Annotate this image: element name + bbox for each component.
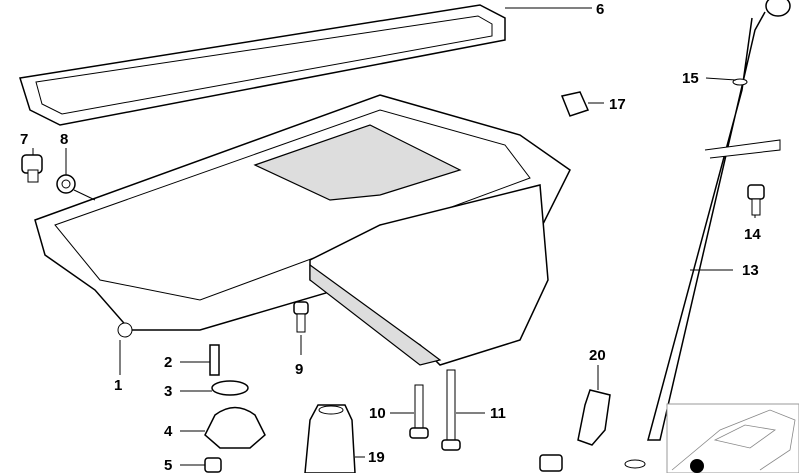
part-oring-3[interactable] bbox=[211, 380, 249, 396]
part-oil-pan[interactable] bbox=[34, 94, 571, 366]
part-stud-2[interactable] bbox=[209, 344, 220, 376]
callout-13: 13 bbox=[742, 262, 759, 279]
callout-20: 20 bbox=[589, 347, 606, 364]
callout-7: 7 bbox=[20, 131, 28, 148]
part-bolt-11[interactable] bbox=[441, 369, 461, 451]
callout-10: 10 bbox=[369, 405, 386, 422]
callout-14: 14 bbox=[744, 226, 761, 243]
callout-19: 19 bbox=[368, 449, 385, 466]
callout-11: 11 bbox=[490, 405, 506, 422]
callout-15: 15 bbox=[682, 70, 699, 87]
part-nut-5[interactable] bbox=[204, 457, 222, 473]
callout-5: 5 bbox=[164, 457, 172, 473]
part-bolt-9[interactable] bbox=[293, 301, 309, 333]
part-washer-8[interactable] bbox=[56, 174, 76, 194]
callout-9: 9 bbox=[295, 361, 303, 378]
callout-1: 1 bbox=[114, 377, 122, 394]
part-bolt-14[interactable] bbox=[747, 184, 765, 216]
callout-2: 2 bbox=[164, 354, 172, 371]
leader-lines bbox=[32, 7, 756, 466]
part-sensor-20[interactable] bbox=[539, 389, 611, 472]
part-cover-4[interactable] bbox=[204, 406, 266, 449]
part-bolt-10[interactable] bbox=[409, 384, 429, 439]
callout-3: 3 bbox=[164, 383, 172, 400]
part-gasket[interactable] bbox=[19, 4, 506, 126]
part-filter-19[interactable] bbox=[304, 404, 356, 473]
callout-8: 8 bbox=[60, 131, 68, 148]
vehicle-thumbnail bbox=[666, 403, 799, 473]
callout-17: 17 bbox=[609, 96, 626, 113]
callout-4: 4 bbox=[164, 423, 173, 440]
part-drain-plug[interactable] bbox=[21, 154, 43, 183]
callout-6: 6 bbox=[596, 1, 604, 18]
part-clip-17[interactable] bbox=[560, 91, 590, 117]
part-dipstick[interactable] bbox=[624, 0, 791, 469]
